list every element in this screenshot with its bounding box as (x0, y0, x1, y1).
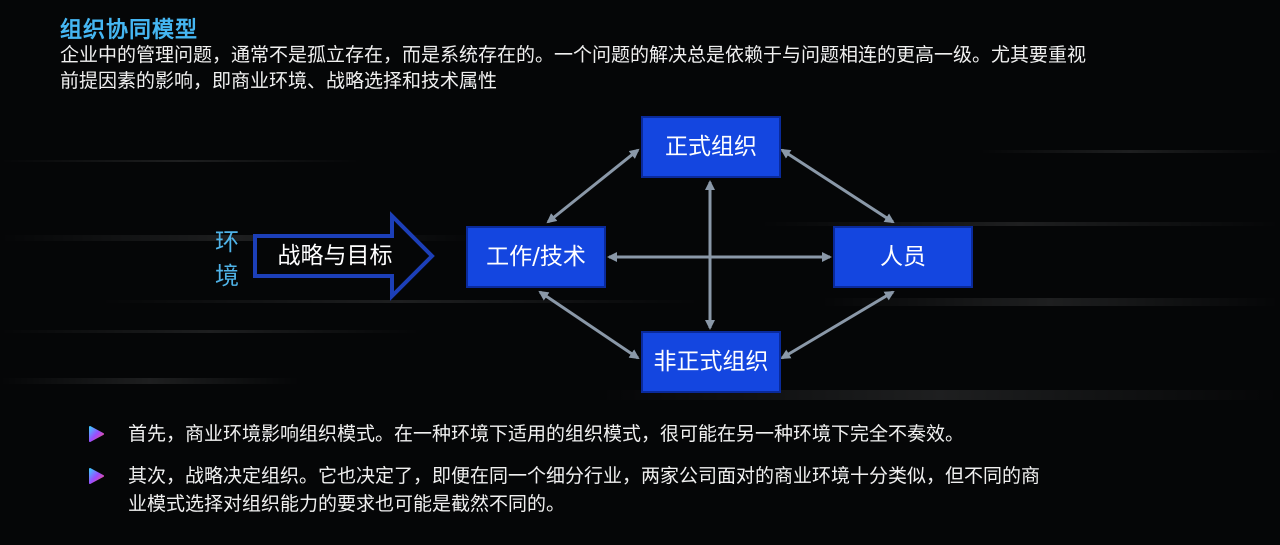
node-people-label: 人员 (880, 244, 926, 270)
bullet-2-line-2: 业模式选择对组织能力的要求也可能是截然不同的。 (128, 493, 566, 515)
play-gradient-icon (89, 468, 104, 484)
node-work-tech-label: 工作/技术 (486, 244, 586, 270)
bullet-item-2: 其次，战略决定组织。它也决定了，即便在同一个细分行业，两家公司面对的商业环境十分… (88, 462, 1218, 518)
environment-label: 环境 (215, 228, 239, 290)
intro-line-1: 企业中的管理问题，通常不是孤立存在，而是系统存在的。一个问题的解决总是依赖于与问… (60, 44, 1087, 66)
node-informal-org: 非正式组织 (641, 331, 781, 393)
connector-work-formal (546, 148, 640, 224)
connector-work-informal (538, 290, 640, 360)
bullet-1-line-1: 首先，商业环境影响组织模式。在一种环境下适用的组织模式，很可能在另一种环境下完全… (128, 423, 965, 445)
page-title: 组织协同模型 (60, 18, 199, 43)
node-people: 人员 (833, 226, 973, 288)
connector-people-informal (780, 290, 895, 360)
node-formal-org: 正式组织 (641, 116, 781, 178)
intro-line-2: 前提因素的影响，即商业环境、战略选择和技术属性 (60, 70, 498, 92)
strategy-arrow-label: 战略与目标 (278, 243, 393, 269)
intro-text: 企业中的管理问题，通常不是孤立存在，而是系统存在的。一个问题的解决总是依赖于与问… (60, 42, 1220, 94)
connectors (538, 148, 895, 360)
node-informal-org-label: 非正式组织 (654, 349, 769, 375)
node-formal-org-label: 正式组织 (665, 134, 757, 160)
node-work-tech: 工作/技术 (466, 226, 606, 288)
bullet-item-1: 首先，商业环境影响组织模式。在一种环境下适用的组织模式，很可能在另一种环境下完全… (88, 420, 1218, 448)
bullet-2-line-1: 其次，战略决定组织。它也决定了，即便在同一个细分行业，两家公司面对的商业环境十分… (128, 465, 1041, 487)
connector-formal-people (780, 148, 895, 224)
bullet-list: 首先，商业环境影响组织模式。在一种环境下适用的组织模式，很可能在另一种环境下完全… (88, 420, 1218, 532)
strategy-arrow: 战略与目标 (253, 211, 435, 301)
play-gradient-icon (89, 426, 104, 442)
